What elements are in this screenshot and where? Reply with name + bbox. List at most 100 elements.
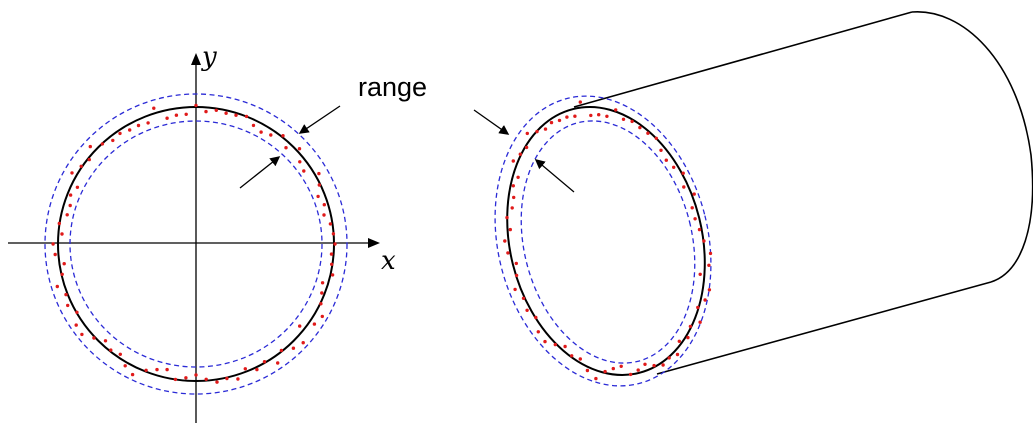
measured-point [698, 272, 702, 276]
measured-point [702, 239, 706, 243]
measured-point [276, 361, 280, 365]
measured-point [693, 217, 697, 221]
measured-point [70, 171, 74, 175]
measured-point [643, 362, 647, 366]
measured-point [204, 377, 208, 381]
measured-point [322, 213, 326, 217]
measured-point [111, 138, 115, 143]
measured-point [536, 330, 540, 334]
measured-point [284, 146, 288, 150]
measured-point [667, 356, 671, 360]
measured-point [565, 115, 569, 119]
measured-point [621, 117, 626, 122]
measured-point [525, 131, 529, 136]
cylinder-top-edge [573, 11, 913, 108]
measured-point [236, 377, 240, 381]
range-arrow-inner-3d [534, 159, 575, 193]
measured-point [88, 144, 93, 149]
measured-point [535, 129, 539, 134]
measured-point [654, 136, 658, 140]
measured-point [513, 287, 517, 292]
range-label: range [358, 72, 427, 102]
measured-point [697, 227, 702, 232]
measured-point [543, 339, 547, 344]
measured-point [553, 342, 557, 347]
measured-point [682, 185, 686, 189]
measured-point [65, 213, 69, 217]
measured-point [611, 366, 615, 371]
measured-point [646, 131, 650, 135]
measured-points-2d [51, 103, 337, 384]
measured-point [707, 288, 712, 292]
y-axis-label: y [201, 42, 217, 72]
measured-point [251, 123, 256, 128]
measured-point [204, 109, 208, 114]
measured-point [516, 175, 520, 179]
measured-point [92, 336, 96, 340]
measured-point [128, 128, 132, 132]
measured-point [243, 367, 247, 371]
measured-point [603, 369, 607, 374]
measured-point [269, 133, 273, 137]
measured-point [630, 119, 634, 124]
measured-point [672, 165, 676, 169]
inner-range-bound-3d [520, 120, 696, 364]
measured-points-3d [503, 100, 713, 381]
measured-point [75, 310, 79, 314]
measured-point [165, 367, 169, 372]
measured-point [703, 298, 707, 302]
measured-point [136, 123, 141, 128]
measured-point [322, 203, 326, 207]
measured-point [518, 152, 522, 156]
measured-point [60, 232, 64, 236]
measured-point [514, 261, 518, 266]
inner-range-bound [69, 120, 323, 368]
measured-point [53, 252, 57, 257]
measured-point [281, 134, 285, 138]
measured-point [597, 113, 601, 117]
measured-point [317, 171, 321, 176]
measured-point [510, 206, 514, 210]
measured-point [320, 291, 324, 295]
measured-point [109, 348, 113, 352]
measured-point [130, 372, 135, 377]
measured-point [512, 195, 516, 200]
measured-point [173, 377, 178, 382]
measured-point [707, 263, 711, 267]
measured-point [184, 376, 188, 380]
measured-point [66, 303, 70, 308]
measured-point [636, 368, 640, 372]
measured-point [511, 159, 515, 163]
measured-point [514, 273, 519, 278]
measured-point [563, 344, 567, 349]
measured-point [224, 111, 228, 115]
measured-point [75, 185, 80, 189]
measured-point [103, 339, 108, 343]
measured-point [302, 169, 306, 173]
cylinder-view [473, 11, 1033, 387]
measured-point [214, 108, 218, 113]
measured-point [225, 376, 229, 381]
y-axis-arrowhead [191, 53, 201, 65]
measured-point [589, 113, 593, 118]
measured-point [234, 113, 238, 117]
measured-point [316, 194, 320, 199]
measured-point [301, 341, 305, 345]
measured-point [165, 116, 169, 120]
measured-point [215, 380, 219, 384]
measured-point [638, 125, 642, 130]
cross-section-view: x y [8, 42, 396, 423]
measured-point [503, 239, 507, 243]
measured-point [118, 131, 122, 136]
x-axis-arrowhead [368, 238, 380, 248]
measured-point [661, 363, 665, 367]
measured-point [628, 372, 633, 377]
measured-point [521, 296, 526, 300]
range-arrow-outer-2d [298, 105, 341, 134]
measured-point [80, 332, 84, 337]
measured-point [328, 222, 333, 226]
measured-point [291, 346, 296, 350]
measured-point [297, 147, 302, 151]
measured-point [298, 160, 302, 164]
measured-point [686, 335, 690, 340]
